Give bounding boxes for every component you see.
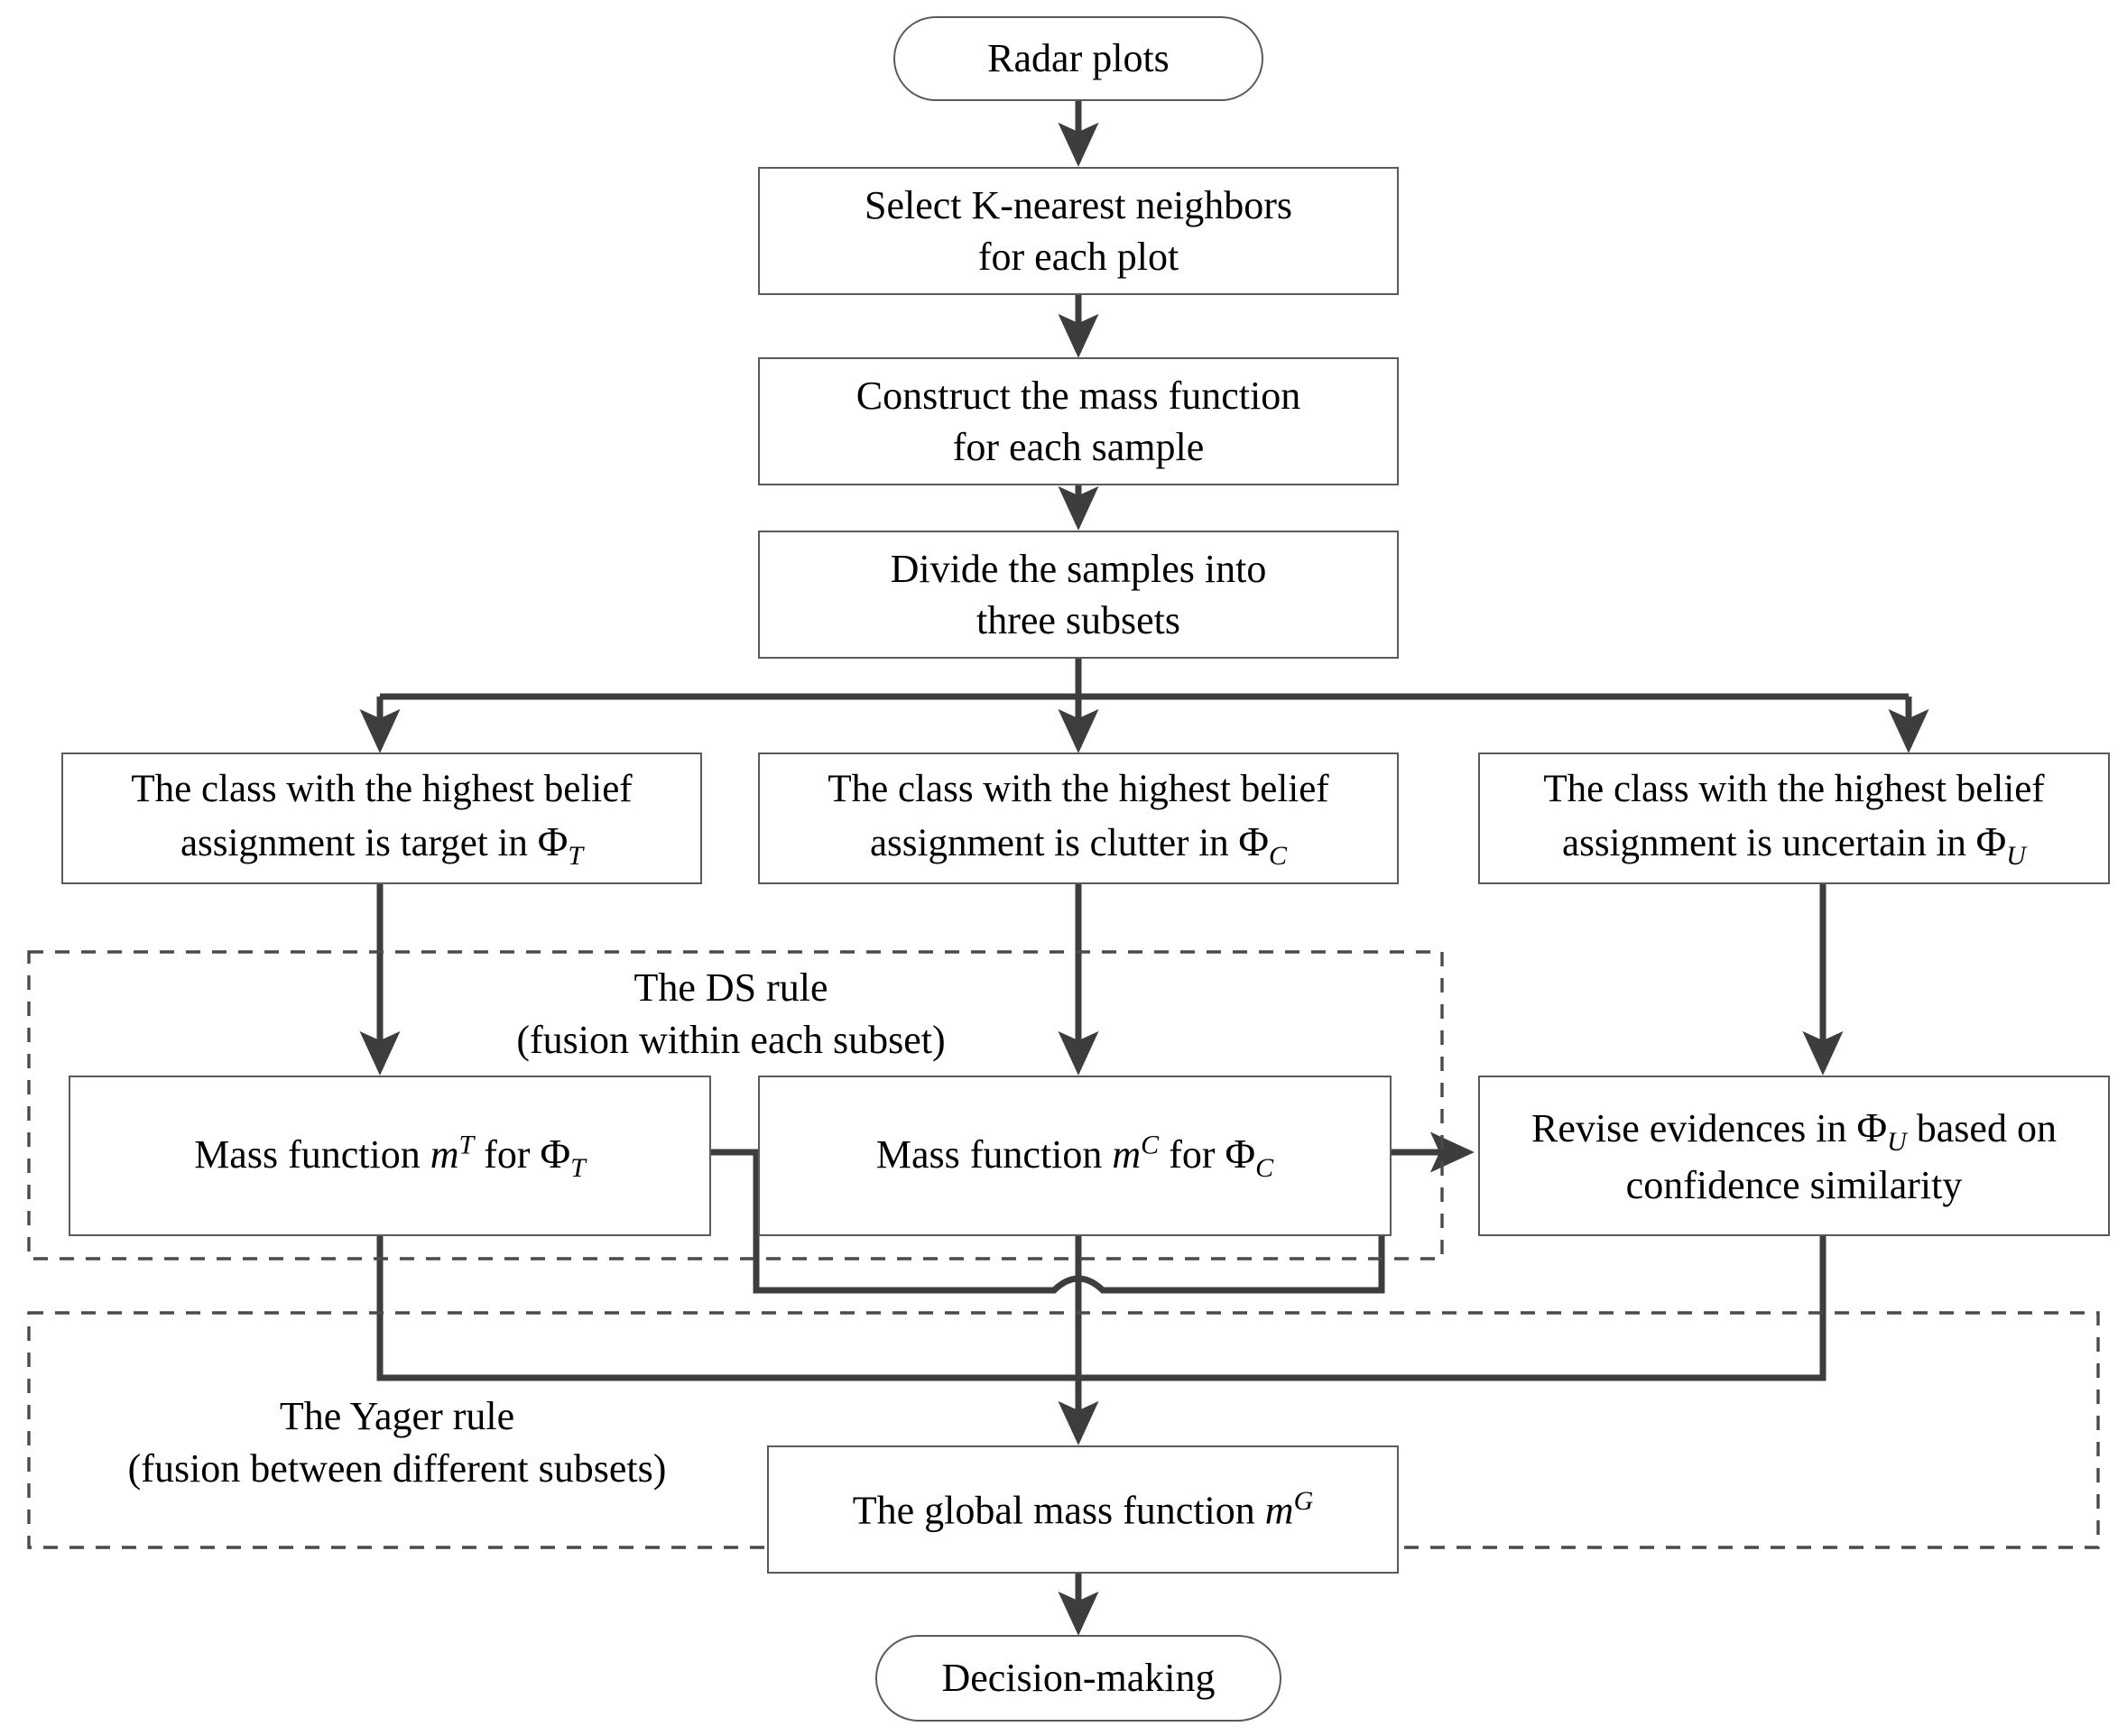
node-global-mass-text: The global mass function mG bbox=[853, 1483, 1313, 1537]
phi-subscript-mass-c: C bbox=[1255, 1152, 1274, 1183]
node-divide-samples-line1: Divide the samples into bbox=[890, 546, 1267, 591]
phi-symbol-uncertain: Φ bbox=[1975, 817, 2007, 864]
node-global-mass-superscript: G bbox=[1293, 1485, 1314, 1516]
yager-rule-group-label: The Yager rule (fusion between different… bbox=[54, 1390, 740, 1496]
node-select-knn-line2: for each plot bbox=[977, 235, 1179, 279]
node-global-mass[interactable]: The global mass function mG bbox=[767, 1445, 1399, 1574]
node-mass-c-prefix: Mass function bbox=[875, 1131, 1113, 1177]
node-radar-plots[interactable]: Radar plots bbox=[893, 16, 1263, 101]
yager-rule-group-border bbox=[27, 1311, 2100, 1549]
node-global-mass-prefix: The global mass function bbox=[852, 1488, 1265, 1533]
node-class-clutter-line2: assignment is clutter in ΦC bbox=[828, 815, 1328, 873]
node-decision-making[interactable]: Decision-making bbox=[875, 1635, 1281, 1722]
phi-symbol-revise: Φ bbox=[1856, 1103, 1888, 1150]
phi-subscript-revise: U bbox=[1887, 1126, 1907, 1157]
node-class-uncertain-line1: The class with the highest belief bbox=[1543, 767, 2045, 810]
node-mass-t-superscript: T bbox=[458, 1129, 475, 1159]
node-mass-t-text: Mass function mT for ΦT bbox=[194, 1127, 586, 1186]
node-class-uncertain-line2: assignment is uncertain in ΦU bbox=[1543, 815, 2044, 873]
phi-subscript-clutter: C bbox=[1269, 840, 1288, 871]
node-class-clutter-line2-text: assignment is clutter in bbox=[869, 821, 1239, 864]
node-select-knn[interactable]: Select K-nearest neighbors for each plot bbox=[758, 167, 1399, 295]
phi-subscript-mass-t: T bbox=[570, 1152, 586, 1183]
phi-subscript-uncertain: U bbox=[2006, 840, 2026, 871]
node-revise-evidences-line1-post: based on bbox=[1906, 1105, 2057, 1150]
node-construct-mass-line2: for each sample bbox=[952, 425, 1205, 469]
node-mass-c-text: Mass function mC for ΦC bbox=[876, 1127, 1273, 1186]
yager-rule-line1: The Yager rule bbox=[279, 1393, 515, 1438]
node-global-mass-m: m bbox=[1264, 1488, 1294, 1533]
node-revise-evidences[interactable]: Revise evidences in ΦU based on confiden… bbox=[1478, 1076, 2110, 1236]
phi-symbol-mass-t: Φ bbox=[540, 1130, 571, 1177]
phi-symbol-target: Φ bbox=[537, 817, 569, 864]
node-mass-c[interactable]: Mass function mC for ΦC bbox=[758, 1076, 1392, 1236]
node-mass-t[interactable]: Mass function mT for ΦT bbox=[69, 1076, 711, 1236]
ds-rule-line1: The DS rule bbox=[633, 965, 828, 1010]
node-divide-samples[interactable]: Divide the samples into three subsets bbox=[758, 531, 1399, 659]
node-mass-t-prefix: Mass function bbox=[194, 1131, 430, 1177]
node-revise-evidences-line2: confidence similarity bbox=[1625, 1162, 1963, 1207]
node-mass-t-m: m bbox=[430, 1131, 459, 1177]
phi-subscript-target: T bbox=[568, 840, 583, 871]
node-class-uncertain[interactable]: The class with the highest belief assign… bbox=[1478, 753, 2110, 884]
node-class-target[interactable]: The class with the highest belief assign… bbox=[61, 753, 702, 884]
node-select-knn-line1: Select K-nearest neighbors bbox=[864, 182, 1293, 227]
node-class-clutter[interactable]: The class with the highest belief assign… bbox=[758, 753, 1399, 884]
edge-massT-to-global bbox=[376, 1235, 1078, 1381]
node-class-target-line2: assignment is target in ΦT bbox=[131, 815, 632, 873]
node-class-target-line1: The class with the highest belief bbox=[131, 767, 633, 810]
ds-rule-line2: (fusion within each subset) bbox=[516, 1018, 946, 1062]
node-mass-t-mid: for bbox=[474, 1131, 541, 1177]
node-mass-c-m: m bbox=[1112, 1131, 1142, 1177]
node-mass-c-mid: for bbox=[1159, 1131, 1225, 1177]
node-decision-making-label: Decision-making bbox=[941, 1656, 1216, 1701]
node-divide-samples-line2: three subsets bbox=[976, 598, 1181, 642]
ds-rule-group-label: The DS rule (fusion within each subset) bbox=[379, 964, 1083, 1065]
node-class-clutter-line1: The class with the highest belief bbox=[828, 767, 1329, 810]
node-revise-evidences-line1: Revise evidences in ΦU based on bbox=[1531, 1101, 2057, 1159]
node-class-uncertain-line2-text: assignment is uncertain in bbox=[1562, 821, 1976, 864]
phi-symbol-mass-c: Φ bbox=[1225, 1130, 1256, 1177]
yager-rule-line2: (fusion between different subsets) bbox=[127, 1446, 667, 1491]
edge-revise-to-global bbox=[1078, 1235, 1826, 1381]
phi-symbol-clutter: Φ bbox=[1238, 817, 1270, 864]
ds-rule-group-border bbox=[27, 950, 1444, 1260]
node-construct-mass[interactable]: Construct the mass function for each sam… bbox=[758, 357, 1399, 485]
node-revise-evidences-line1-pre: Revise evidences in bbox=[1531, 1105, 1857, 1150]
node-mass-c-superscript: C bbox=[1141, 1129, 1160, 1159]
node-class-target-line2-text: assignment is target in bbox=[180, 821, 538, 864]
node-construct-mass-line1: Construct the mass function bbox=[855, 373, 1301, 418]
node-radar-plots-label: Radar plots bbox=[987, 36, 1170, 81]
